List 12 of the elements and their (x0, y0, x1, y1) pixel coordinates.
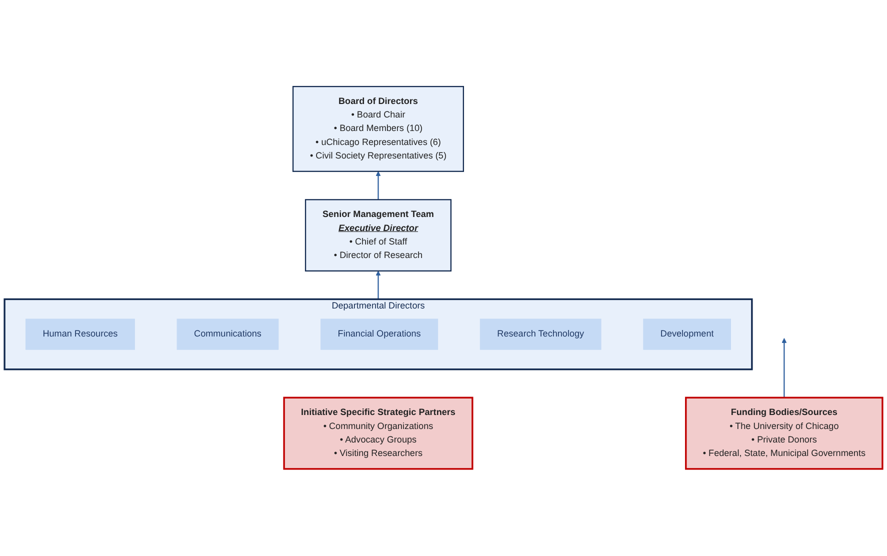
node-box: Development (643, 319, 731, 350)
node-box: Financial Operations (320, 319, 438, 350)
node-box: Funding Bodies/Sources • The University of Chicago • Private Donors • Federal, State, Municipal Governments (685, 397, 884, 470)
node-box: Communications (176, 319, 279, 350)
node-box: Senior Management Team Executive Director • Chief of Staff • Director of Research (304, 199, 452, 272)
arrow (782, 338, 787, 398)
node-box: Initiative Specific Strategic Partners • Community Organizations • Advocacy Groups • Visiting Researchers (283, 397, 474, 470)
node-box: Research Technology (480, 319, 602, 350)
node-box: Human Resources (25, 319, 135, 350)
arrow (376, 171, 381, 200)
arrow (376, 270, 381, 300)
node-box: Board of Directors • Board Chair • Board Members (10) • uChicago Representatives (6) • Civil Society Representatives (5) (292, 86, 464, 172)
